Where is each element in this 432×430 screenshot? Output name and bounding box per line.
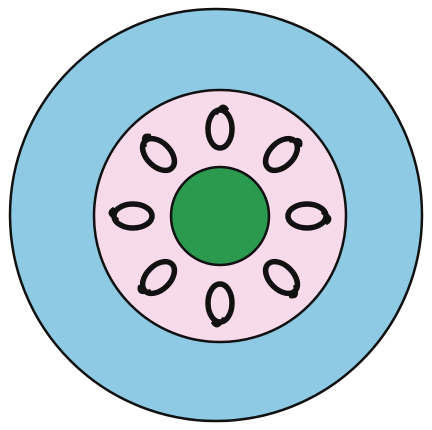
center-core [171,167,269,265]
